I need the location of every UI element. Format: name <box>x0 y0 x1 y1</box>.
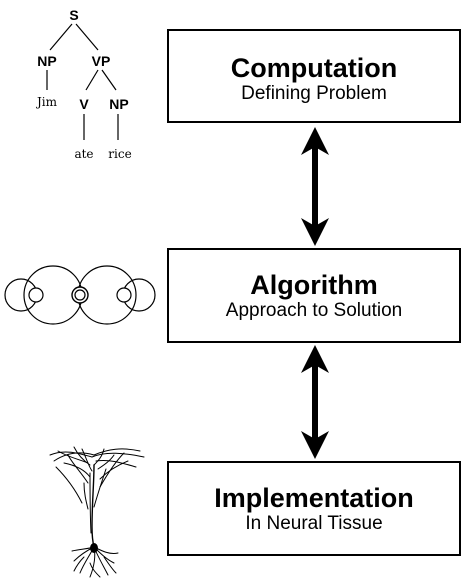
tree-node-vp: VP <box>92 53 111 69</box>
computation-subtitle: Defining Problem <box>241 83 387 104</box>
algorithm-subtitle: Approach to Solution <box>225 300 403 321</box>
state-machine-icon <box>4 265 156 325</box>
implementation-title: Implementation <box>214 483 414 513</box>
parse-tree-illustration: S NP VP Jim V NP ate rice <box>35 7 132 161</box>
tree-word-rice: rice <box>108 147 131 161</box>
implementation-level-box: Implementation In Neural Tissue <box>167 461 461 556</box>
implementation-subtitle: In Neural Tissue <box>245 513 383 534</box>
arrow-algorithm-implementation <box>301 345 329 459</box>
tree-node-s: S <box>69 7 78 23</box>
tree-word-jim: Jim <box>35 95 58 109</box>
tree-node-object-np: NP <box>109 96 128 112</box>
tree-word-ate: ate <box>74 147 93 161</box>
tree-node-v: V <box>79 96 89 112</box>
arrow-computation-algorithm <box>301 127 329 246</box>
algorithm-level-box: Algorithm Approach to Solution <box>167 248 461 343</box>
computation-title: Computation <box>230 53 398 83</box>
neuron-icon <box>49 446 145 578</box>
tree-node-np: NP <box>37 53 56 69</box>
algorithm-title: Algorithm <box>250 270 378 300</box>
computation-level-box: Computation Defining Problem <box>167 29 461 123</box>
